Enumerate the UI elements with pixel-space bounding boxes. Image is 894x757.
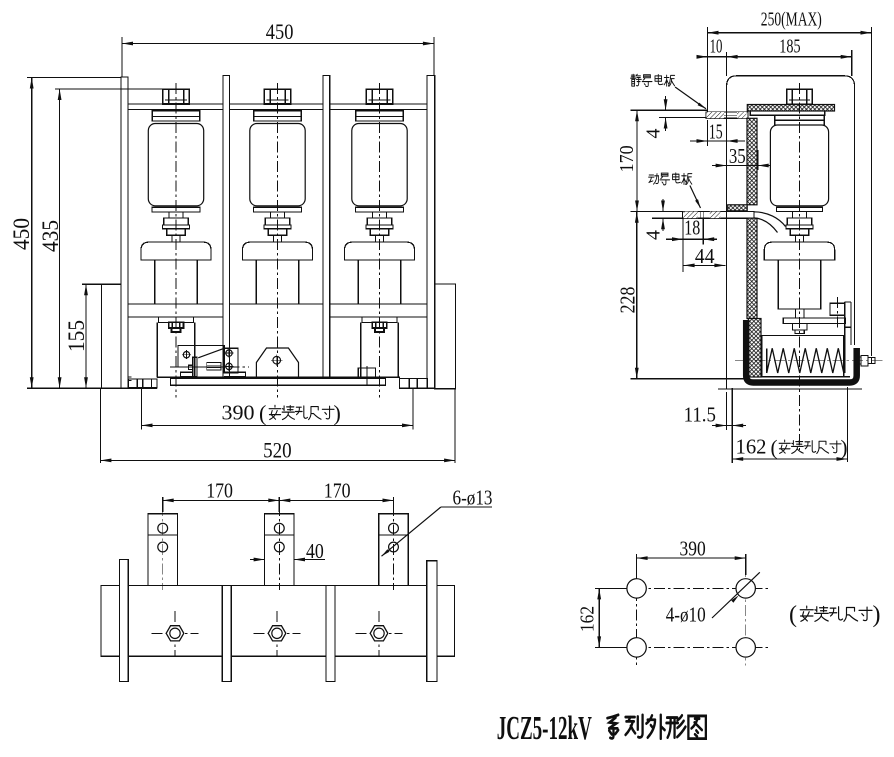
svg-text:4: 4 [643, 230, 665, 240]
svg-text:44: 44 [695, 244, 715, 268]
svg-text:520: 520 [263, 438, 292, 463]
svg-text:390: 390 [222, 401, 255, 425]
svg-text:35: 35 [729, 144, 746, 168]
svg-text:170: 170 [616, 145, 638, 172]
svg-text:(: ( [789, 602, 797, 628]
svg-text:10: 10 [710, 35, 723, 57]
svg-text:): ) [873, 602, 881, 628]
svg-text:6-ø13: 6-ø13 [453, 485, 493, 509]
svg-text:4: 4 [643, 129, 665, 139]
svg-text:(: ( [771, 436, 778, 460]
svg-text:18: 18 [684, 215, 700, 239]
svg-text:250(MAX): 250(MAX) [761, 8, 822, 30]
svg-text:162: 162 [736, 435, 767, 459]
svg-text:162: 162 [577, 606, 599, 632]
svg-text:11.5: 11.5 [684, 402, 716, 426]
svg-text:15: 15 [709, 120, 723, 144]
svg-text:435: 435 [38, 220, 63, 252]
svg-text:40: 40 [306, 539, 324, 563]
svg-text:170: 170 [206, 479, 233, 503]
svg-text:155: 155 [64, 320, 89, 352]
svg-text:390: 390 [680, 537, 706, 561]
svg-text:450: 450 [266, 19, 294, 44]
svg-text:170: 170 [324, 479, 351, 503]
svg-text:185: 185 [779, 35, 800, 57]
svg-text:JCZ5-12kV: JCZ5-12kV [497, 710, 592, 747]
svg-text:4-ø10: 4-ø10 [666, 602, 706, 626]
svg-text:): ) [334, 401, 341, 426]
svg-text:(: ( [259, 401, 266, 426]
svg-text:450: 450 [9, 218, 34, 250]
svg-text:228: 228 [616, 287, 640, 314]
svg-text:): ) [841, 436, 848, 460]
